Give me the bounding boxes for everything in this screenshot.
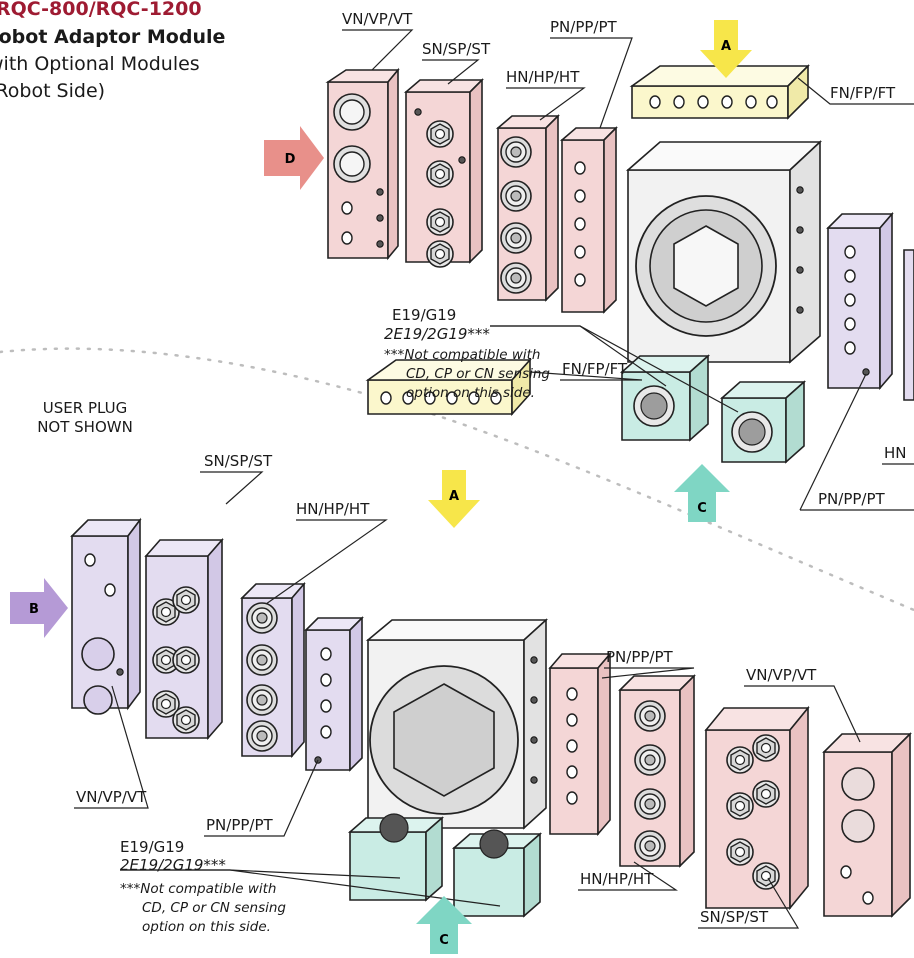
bottom-vn-right-module: [822, 732, 912, 918]
title-side: (Robot Side): [0, 80, 106, 102]
top-label-vn: VN/VP/VT: [342, 10, 413, 28]
bottom-label-sn: SN/SP/ST: [204, 452, 273, 470]
bottom-e19-modules: [347, 813, 543, 918]
bottom-label-hn-bottom: HN/HP/HT: [580, 870, 654, 888]
top-label-hn: HN/HP/HT: [506, 68, 580, 86]
bottom-note-line3: option on this side.: [142, 919, 271, 935]
top-label-sn: SN/SP/ST: [422, 40, 491, 58]
bottom-label-sn-bottom: SN/SP/ST: [700, 908, 769, 926]
bottom-label-pn-left: PN/PP/PT: [206, 816, 273, 834]
title-subtitle: with Optional Modules: [0, 53, 200, 75]
arrow-bottom-a-label: A: [449, 489, 459, 504]
arrow-bottom-c: C: [416, 896, 472, 954]
arrow-top-d: D: [264, 126, 324, 190]
top-leader-lines: [342, 29, 914, 511]
bottom-pn-right-module: [548, 651, 612, 837]
top-vn-module: [325, 67, 400, 261]
separator-dotted-line: [0, 347, 914, 612]
top-e19-modules: [619, 354, 807, 464]
top-label-e19: E19/G19: [392, 306, 457, 324]
bottom-pn-left-module: [304, 616, 364, 772]
top-hn-module: [495, 114, 560, 302]
arrow-top-c-label: C: [697, 501, 707, 516]
bottom-label-vn-right: VN/VP/VT: [746, 666, 817, 684]
top-pn-module: [559, 126, 618, 314]
bottom-hn-module: [240, 581, 306, 759]
bottom-label-hn: HN/HP/HT: [296, 500, 370, 518]
arrow-bottom-c-label: C: [439, 933, 449, 948]
top-fn-module: [629, 64, 810, 120]
top-note-line1: ***Not compatible with: [384, 347, 541, 363]
arrow-top-d-label: D: [285, 152, 296, 167]
arrow-bottom-b-label: B: [29, 602, 39, 617]
bottom-label-pn: PN/PP/PT: [606, 648, 673, 666]
title-module-name: Robot Adaptor Module: [0, 26, 226, 48]
top-label-e19-2: 2E19/2G19***: [384, 325, 490, 343]
user-plug-note-line2: NOT SHOWN: [37, 418, 133, 436]
arrow-bottom-b: B: [10, 578, 68, 638]
bottom-fn-module: [365, 357, 532, 417]
top-note-line2: CD, CP or CN sensing: [406, 366, 550, 382]
top-sn-module: [403, 78, 484, 268]
top-label-hn-partial: HN: [884, 444, 907, 462]
bottom-leader-lines: [74, 371, 861, 929]
bottom-vn-left-module: [70, 517, 142, 715]
bottom-main-body: [365, 618, 549, 830]
arrow-top-a: A: [700, 20, 752, 78]
arrow-bottom-a: A: [428, 470, 480, 528]
top-pn-right-module: [826, 211, 894, 391]
arrow-top-c: C: [674, 464, 730, 522]
bottom-sn-right-module: [704, 705, 810, 911]
bottom-label-e19: E19/G19: [120, 838, 185, 856]
bottom-note-line2: CD, CP or CN sensing: [142, 900, 286, 916]
bottom-hn-right-module: [618, 674, 696, 868]
bottom-label-fn: FN/FP/FT: [562, 360, 628, 378]
title-model: RQC-800/RQC-1200: [0, 0, 202, 20]
bottom-note-line1: ***Not compatible with: [120, 881, 277, 897]
top-note-line3: option on this side.: [406, 385, 535, 401]
top-label-fn: FN/FP/FT: [830, 84, 896, 102]
arrow-top-a-label: A: [721, 39, 731, 54]
top-label-pn: PN/PP/PT: [550, 18, 617, 36]
bottom-label-e19-2: 2E19/2G19***: [120, 856, 226, 874]
top-label-pn-right: PN/PP/PT: [818, 490, 885, 508]
user-plug-note-line1: USER PLUG: [42, 399, 128, 417]
bottom-label-vn-left: VN/VP/VT: [76, 788, 147, 806]
top-hn-partial-module: [903, 249, 914, 401]
bottom-sn-module: [144, 537, 224, 741]
top-main-body: [625, 140, 823, 364]
